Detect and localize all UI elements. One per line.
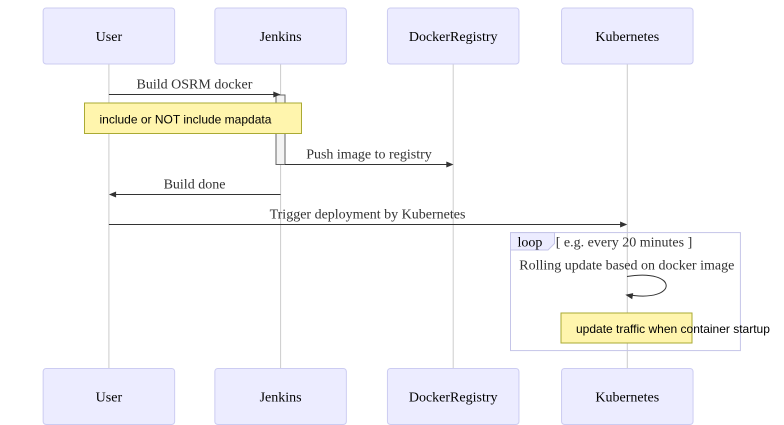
actor-top-user-label: User bbox=[96, 30, 123, 45]
actor-top-kubernetes-box bbox=[561, 7, 694, 65]
loop-message-text: Rolling update based on docker image bbox=[519, 259, 734, 274]
actor-top-jenkins-box bbox=[214, 7, 347, 65]
note-update-traffic: update traffic when container startup bbox=[560, 312, 770, 344]
loop-frame-rect bbox=[510, 232, 741, 352]
arrowhead-left-icon bbox=[108, 191, 117, 198]
arrowhead-right-icon bbox=[273, 91, 281, 98]
actor-bottom-jenkins: Jenkins bbox=[214, 368, 347, 425]
actor-bottom-kubernetes-label: Kubernetes bbox=[595, 391, 659, 406]
actor-bottom-jenkins-label: Jenkins bbox=[260, 391, 302, 406]
message-trigger-deployment: Trigger deployment by Kubernetes bbox=[108, 208, 628, 228]
actor-top-dockerregistry-box bbox=[386, 7, 520, 65]
arrowhead-right-icon bbox=[620, 221, 628, 228]
note-update-traffic-text: update traffic when container startup bbox=[576, 322, 770, 336]
actor-top-dockerregistry: DockerRegistry bbox=[386, 7, 520, 65]
message-push-image: Push image to registry bbox=[285, 148, 454, 168]
note-mapdata-text: include or NOT include mapdata bbox=[100, 113, 272, 127]
message-trigger-deployment-label: Trigger deployment by Kubernetes bbox=[270, 208, 466, 223]
loop-condition-text: [ e.g. every 20 minutes ] bbox=[556, 236, 692, 251]
actor-top-user: User bbox=[42, 7, 176, 65]
message-build-done: Build done bbox=[108, 178, 281, 198]
message-build-osrm-docker-label: Build OSRM docker bbox=[137, 78, 253, 93]
actor-top-jenkins: Jenkins bbox=[214, 7, 347, 65]
message-push-image-label: Push image to registry bbox=[306, 148, 432, 163]
actor-bottom-dockerregistry-label: DockerRegistry bbox=[409, 391, 498, 406]
actor-top-jenkins-label: Jenkins bbox=[260, 30, 302, 45]
actor-bottom-kubernetes: Kubernetes bbox=[561, 368, 694, 425]
self-loop-arc bbox=[626, 274, 667, 297]
loop-frame: loop [ e.g. every 20 minutes ] Rolling u… bbox=[510, 232, 741, 352]
note-mapdata-box bbox=[84, 102, 302, 134]
actor-top-user-box bbox=[42, 7, 176, 65]
message-build-osrm-docker: Build OSRM docker bbox=[108, 78, 281, 98]
actor-bottom-user-label: User bbox=[96, 391, 123, 406]
actor-top-kubernetes: Kubernetes bbox=[561, 7, 694, 65]
note-mapdata: include or NOT include mapdata bbox=[84, 102, 302, 134]
actor-bottom-user: User bbox=[42, 368, 176, 425]
actor-bottom-dockerregistry: DockerRegistry bbox=[386, 368, 520, 425]
actor-top-dockerregistry-label: DockerRegistry bbox=[409, 30, 498, 45]
note-update-traffic-box bbox=[560, 312, 693, 344]
arrowhead-left-icon bbox=[625, 293, 634, 300]
loop-label-tab bbox=[510, 232, 555, 251]
loop-label-text: loop bbox=[518, 236, 543, 251]
actor-top-kubernetes-label: Kubernetes bbox=[595, 30, 659, 45]
message-build-done-label: Build done bbox=[164, 178, 226, 193]
arrowhead-right-icon bbox=[446, 161, 454, 168]
